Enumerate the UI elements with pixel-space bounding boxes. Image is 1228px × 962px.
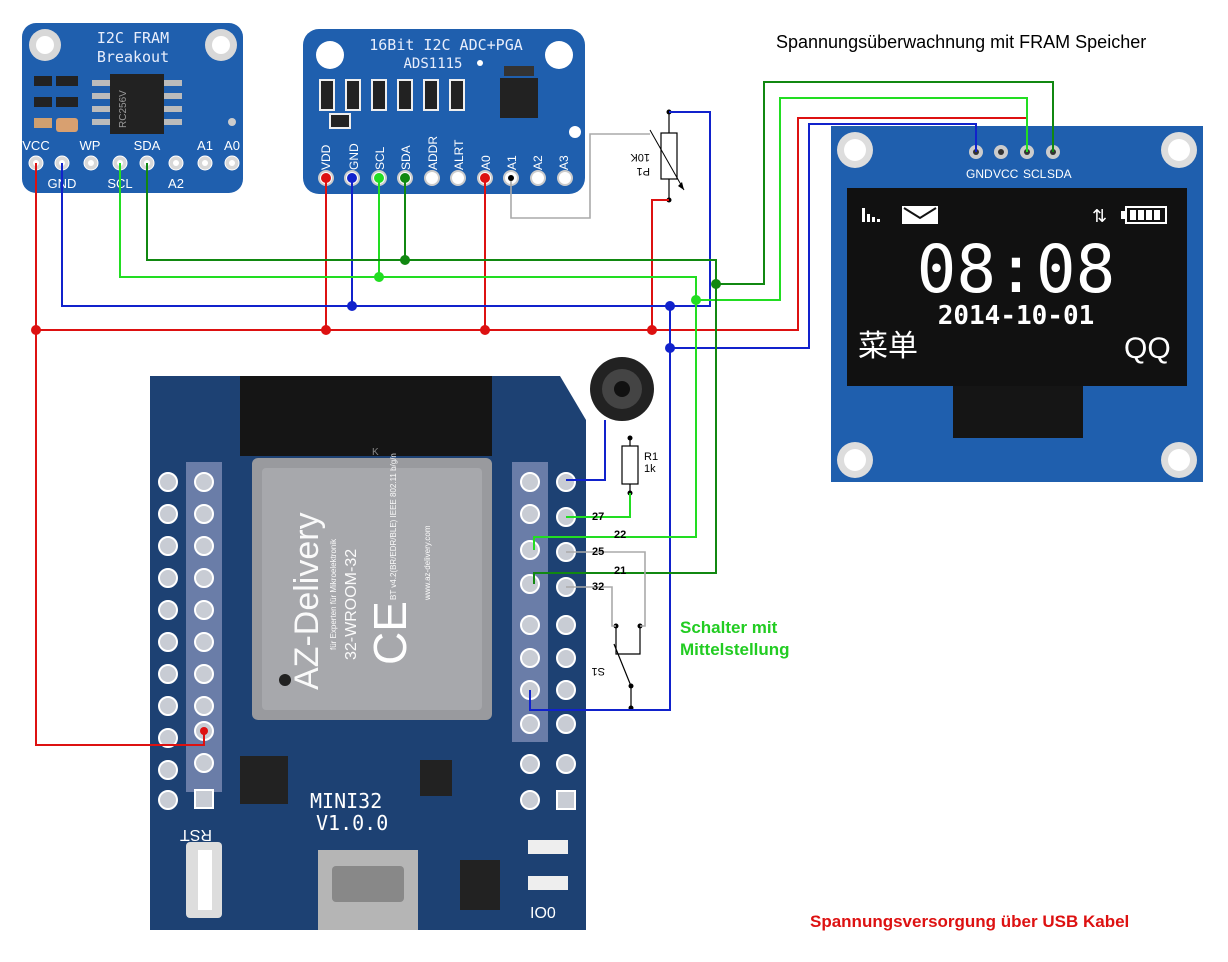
esp32-module-brand: AZ-Delivery [288,512,326,690]
adc-pin-label-a0: A0 [479,155,493,170]
oled-menu: 菜单 [858,330,918,363]
s1-label: S1 [592,665,605,677]
mail-icon [902,206,938,224]
oled-time: 08:08 [917,231,1116,308]
resistor-r1: R1 1k [621,435,658,496]
adc-title-2: ADS1115 [403,56,462,72]
adc-pin-label-gnd: GND [347,143,361,170]
fram-pin-label-a2: A2 [168,176,184,191]
esp32-module-model: 32-WROOM-32 [343,549,360,660]
gpio-label-27: 27 [592,511,604,523]
ce-mark: CE [364,601,416,665]
adc-title-1: 16Bit I2C ADC+PGA [369,36,523,54]
fram-chip [110,74,164,134]
wires-gnd [61,111,977,711]
p1-label: P1 [637,165,650,177]
switch-note: Schalter mit Mittelstellung [680,617,790,661]
fram-breakout-board: I2C FRAM Breakout RC256V VCC WP SDA A1 A… [22,23,243,193]
board-name-line1: MINI32 [310,789,382,813]
esp32-left-inner-pins [194,472,214,809]
wires-signal [510,133,650,627]
esp32-left-outer-pins [158,472,178,810]
esp32-module-info: BT v4.2(BR/EDR/BLE) IEEE 802.11 b/g/n [389,453,398,600]
transfer-icon: ⇅ [1092,206,1107,226]
esp32-module-tagline: für Experten für Mikroelektronik [329,538,338,650]
fram-chip-text: RC256V [118,90,129,128]
oled-date: 2014-10-01 [938,301,1095,331]
adc-pin-label-a3: A3 [557,155,571,170]
potentiometer-p1: P1 10K [630,109,685,203]
oled-pin-label-sda: SDA [1047,167,1072,181]
fram-pin-label-sda: SDA [134,138,161,153]
oled-pin-label-scl: SCL [1023,167,1047,181]
wires-sda [146,81,1054,584]
page-title: Spannungsüberwachnung mit FRAM Speicher [776,32,1147,52]
buzzer [590,357,654,421]
adc-pin-label-a2: A2 [531,155,545,170]
gpio-label-25: 25 [592,546,604,558]
oled-pin-label-vcc: VCC [993,167,1019,181]
switch-note-line1: Schalter mit [680,618,778,637]
fram-pin-label-a1: A1 [197,138,213,153]
gpio-label-21: 21 [614,565,626,577]
power-note: Spannungsversorgung über USB Kabel [810,912,1130,931]
oled-right-label: QQ [1124,332,1171,365]
switch-s1 [613,626,641,708]
junction-dots [31,173,721,735]
signal-icon [862,208,880,222]
rst-label: RST [180,826,212,843]
esp32-k-label: K [372,447,379,458]
esp32-right-outer-pins [556,472,576,810]
adc-pin-label-alrt: ALRT [452,139,466,170]
fram-smd-1 [34,76,52,86]
adc-chip [500,78,538,118]
esp32-mini32-board: K AZ-Delivery für Experten für Mikroelek… [150,376,586,930]
gpio-label-22: 22 [614,529,626,541]
fram-pin-label-vcc: VCC [22,138,49,153]
adc-pin-label-addr: ADDR [426,136,440,170]
board-name-line2: V1.0.0 [316,811,388,835]
p1-value: 10K [630,151,650,163]
adc-pin-label-vdd: VDD [319,144,333,170]
battery-icon [1121,206,1167,224]
ads1115-board: 16Bit I2C ADC+PGA ADS1115 VDD GND SCL SD… [303,29,585,194]
switch-note-line2: Mittelstellung [680,640,790,659]
adc-pin-label-scl: SCL [373,146,387,170]
adc-pin-label-sda: SDA [399,145,413,170]
fram-title-2: Breakout [97,48,169,66]
io0-label: IO0 [530,905,556,922]
adc-pin-label-a1: A1 [505,155,519,170]
fram-pin-label-wp: WP [80,138,101,153]
esp32-module-url: www.az-delivery.com [423,525,432,601]
r1-label: R1 [644,451,658,463]
fram-pin-label-a0: A0 [224,138,240,153]
oled-display-module: GND VCC SCL SDA ⇅ 08:08 2014-10-01 菜单 QQ [831,126,1203,482]
fram-title-1: I2C FRAM [97,29,169,47]
oled-pin-label-gnd: GND [966,167,993,181]
r1-value: 1k [644,463,656,475]
gpio-label-32: 32 [592,581,604,593]
